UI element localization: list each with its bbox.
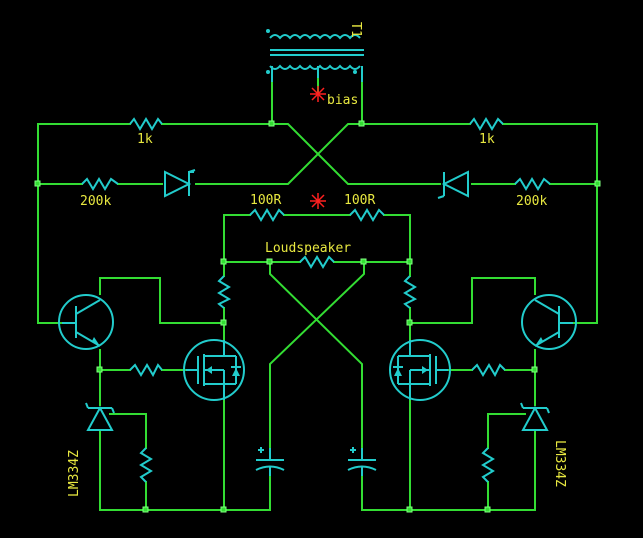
bias-marker bbox=[310, 86, 326, 102]
zener-diode-left bbox=[164, 169, 196, 198]
resistor-drain-left bbox=[217, 275, 232, 309]
transformer-t1 bbox=[266, 29, 364, 82]
resistor-1k-left-label: 1k bbox=[137, 132, 153, 147]
resistor-100r-left bbox=[249, 208, 285, 222]
transformer-label: T1 bbox=[348, 22, 363, 38]
bias-label: bias bbox=[327, 93, 358, 108]
zener-diode-right bbox=[437, 170, 469, 199]
resistor-1k-left bbox=[129, 117, 163, 131]
resistor-200k-left bbox=[81, 177, 119, 191]
loudspeaker-label: Loudspeaker bbox=[265, 241, 351, 256]
resistor-lm334-right bbox=[481, 447, 495, 483]
center-marker bbox=[310, 193, 326, 209]
resistor-base-left bbox=[129, 363, 163, 378]
lm334z-left-label: LM334Z bbox=[67, 450, 82, 497]
transistor-pnp-right bbox=[521, 294, 577, 350]
resistor-1k-right-label: 1k bbox=[479, 132, 495, 147]
lm334z-right bbox=[520, 402, 550, 431]
resistor-200k-left-label: 200k bbox=[80, 194, 111, 209]
capacitor-right bbox=[347, 447, 377, 476]
mosfet-right bbox=[389, 339, 451, 401]
resistor-drain-right bbox=[403, 275, 418, 309]
wires bbox=[37, 77, 598, 511]
resistor-200k-right-label: 200k bbox=[516, 194, 547, 209]
mosfet-left bbox=[183, 339, 245, 401]
resistor-100r-right-label: 100R bbox=[344, 193, 375, 208]
lm334z-right-label: LM334Z bbox=[552, 440, 567, 487]
resistor-1k-right bbox=[469, 117, 504, 131]
resistor-100r-right bbox=[349, 208, 385, 222]
resistor-200k-right bbox=[514, 177, 551, 191]
junctions bbox=[34, 120, 601, 513]
resistor-base-right bbox=[471, 363, 506, 378]
resistor-100r-left-label: 100R bbox=[250, 193, 281, 208]
transistor-pnp-left bbox=[58, 294, 114, 350]
capacitor-left bbox=[255, 447, 285, 476]
resistor-lm334-left bbox=[139, 447, 153, 483]
loudspeaker-resistor bbox=[299, 255, 335, 269]
lm334z-left bbox=[85, 402, 115, 431]
